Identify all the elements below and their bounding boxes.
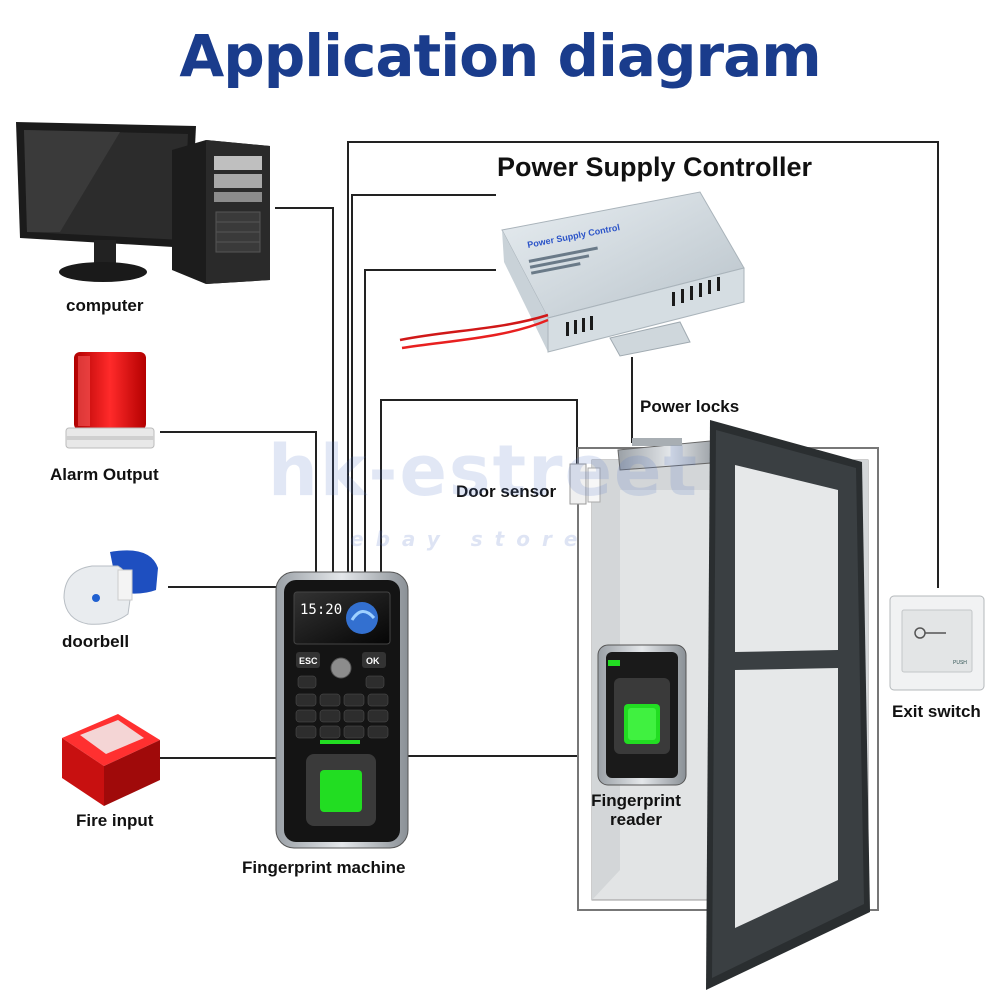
watermark-sub: ebay store bbox=[350, 527, 590, 551]
page-title: Application diagram bbox=[179, 22, 821, 90]
exit-switch-label: Exit switch bbox=[892, 702, 981, 721]
machine-clock: 15:20 bbox=[300, 602, 342, 618]
wire-computer bbox=[275, 207, 334, 575]
fingerprint-machine-label: Fingerprint machine bbox=[242, 858, 406, 877]
wire-alarm bbox=[160, 431, 317, 575]
fire-input-label: Fire input bbox=[76, 811, 154, 830]
doorbell-label: doorbell bbox=[62, 632, 130, 651]
power-supply-controller-title: Power Supply Controller bbox=[497, 152, 813, 182]
fingerprint-reader-device bbox=[597, 644, 687, 786]
fingerprint-reader-label: Fingerprint reader bbox=[591, 791, 681, 829]
power-locks-label: Power locks bbox=[640, 397, 740, 416]
exit-switch-device: PUSH bbox=[889, 595, 985, 691]
door-sensor bbox=[569, 463, 601, 505]
wire-door-sensor bbox=[380, 399, 578, 575]
wire-power-1 bbox=[364, 269, 496, 575]
computer bbox=[16, 122, 270, 284]
fingerprint-machine-device: 15:20 ESC OK bbox=[275, 571, 409, 849]
computer-label: computer bbox=[66, 296, 144, 315]
door-sensor-label: Door sensor bbox=[456, 482, 557, 501]
key-esc: ESC bbox=[299, 656, 318, 666]
alarm-output-label: Alarm Output bbox=[50, 465, 159, 484]
wire-exit-switch bbox=[347, 141, 939, 588]
door-leaf bbox=[706, 420, 870, 990]
doorbell bbox=[63, 550, 158, 625]
watermark-main: hk-estreet bbox=[268, 430, 699, 512]
wire-power-2 bbox=[351, 194, 496, 575]
power-supply-unit: Power Supply Control bbox=[399, 191, 745, 357]
exit-switch-push-text: PUSH bbox=[953, 660, 967, 666]
alarm-light bbox=[65, 352, 155, 449]
key-ok: OK bbox=[366, 656, 380, 666]
wiring bbox=[160, 141, 939, 759]
fire-alarm-box bbox=[62, 714, 160, 806]
